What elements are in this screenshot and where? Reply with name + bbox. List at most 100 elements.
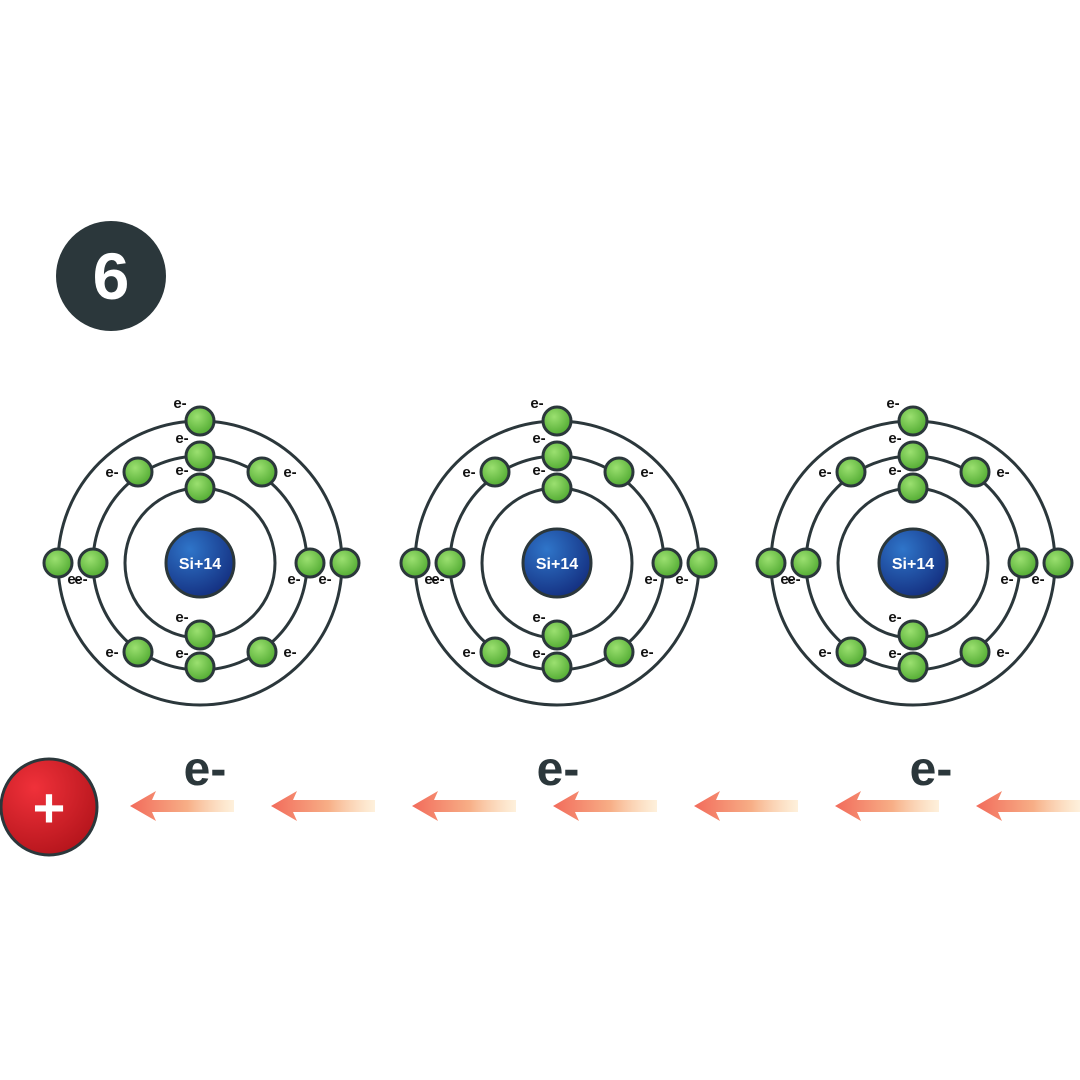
- electron-flow-arrow: [553, 791, 657, 821]
- electron-label: e-: [283, 644, 296, 661]
- electron: [184, 651, 216, 683]
- electron-flow-arrow: [271, 791, 375, 821]
- electron: [835, 636, 867, 668]
- electron: [835, 456, 867, 488]
- electron: [122, 456, 154, 488]
- electron-label: e-: [640, 464, 653, 481]
- nucleus-label: Si+14: [536, 556, 578, 573]
- free-electron-label: e-: [537, 743, 580, 796]
- electron: [479, 636, 511, 668]
- nucleus-label: Si+14: [892, 556, 934, 573]
- electron-flow-arrow: [835, 791, 939, 821]
- electron: [541, 472, 573, 504]
- electron: [686, 547, 718, 579]
- electron-label: e-: [105, 464, 118, 481]
- electron: [897, 440, 929, 472]
- positive-terminal: +: [0, 757, 99, 857]
- electron: [1042, 547, 1074, 579]
- electron-label: e-: [675, 571, 688, 588]
- electron-label: e-: [462, 644, 475, 661]
- electron-label: e-: [175, 462, 188, 479]
- electron: [246, 456, 278, 488]
- electron-label: e-: [886, 395, 899, 412]
- plus-symbol: +: [33, 776, 66, 839]
- electron-label: e-: [318, 571, 331, 588]
- electron-label: e-: [888, 462, 901, 479]
- electron-label: e-: [530, 395, 543, 412]
- silicon-atom-2: Si+14e-e-e-e-e-e-e-e-e-e-e-e-e-: [399, 395, 718, 707]
- electron-label: e-: [996, 464, 1009, 481]
- electron: [434, 547, 466, 579]
- nucleus-label: Si+14: [179, 556, 221, 573]
- electron: [246, 636, 278, 668]
- electron: [77, 547, 109, 579]
- electron-flow-arrow: [694, 791, 798, 821]
- electron: [184, 440, 216, 472]
- electron-label: e-: [888, 609, 901, 626]
- electron-label: e-: [462, 464, 475, 481]
- electron-flow-arrow: [130, 791, 234, 821]
- electron-flow-arrow: [976, 791, 1080, 821]
- electron: [603, 636, 635, 668]
- electron: [897, 405, 929, 437]
- electron-label: e-: [175, 645, 188, 662]
- electron: [541, 440, 573, 472]
- silicon-atom-1: Si+14e-e-e-e-e-e-e-e-e-e-e-e-e-: [42, 395, 361, 707]
- nucleus: [521, 527, 593, 599]
- electron-label: e-: [532, 645, 545, 662]
- electron-label: e-: [173, 395, 186, 412]
- electron-label: e-: [888, 645, 901, 662]
- electron: [959, 456, 991, 488]
- silicon-atom-3: Si+14e-e-e-e-e-e-e-e-e-e-e-e-e-: [755, 395, 1074, 707]
- electron-label: e-: [1031, 571, 1044, 588]
- electron: [122, 636, 154, 668]
- electron: [897, 651, 929, 683]
- electron-label: e-: [532, 430, 545, 447]
- electron-label: e-: [1000, 571, 1013, 588]
- electron: [651, 547, 683, 579]
- electron-label: e-: [175, 430, 188, 447]
- electron-label: e-: [818, 464, 831, 481]
- electron-label: e-: [424, 571, 437, 588]
- electron-label: e-: [640, 644, 653, 661]
- electron: [184, 472, 216, 504]
- electron-label: e-: [532, 462, 545, 479]
- electron-label: e-: [105, 644, 118, 661]
- electron: [959, 636, 991, 668]
- electron: [294, 547, 326, 579]
- electron-label: e-: [780, 571, 793, 588]
- positive-terminal-circle: [0, 757, 99, 857]
- electron-label: e-: [67, 571, 80, 588]
- electron-label: e-: [283, 464, 296, 481]
- electron: [479, 456, 511, 488]
- electron: [541, 619, 573, 651]
- electron: [329, 547, 361, 579]
- electron: [184, 405, 216, 437]
- electron: [897, 619, 929, 651]
- atoms-layer: Si+14 e-e-e-e-e-e-e-e-e-e-e-e-e- Si+14 e-e-…: [42, 395, 1074, 707]
- nucleus: [877, 527, 949, 599]
- electron: [603, 456, 635, 488]
- electron-label: e-: [818, 644, 831, 661]
- electron-label: e-: [644, 571, 657, 588]
- electron: [42, 547, 74, 579]
- electron: [897, 472, 929, 504]
- free-electron-label: e-: [910, 743, 953, 796]
- step-number-badge: 6: [56, 221, 166, 331]
- electron: [399, 547, 431, 579]
- electron-label: e-: [888, 430, 901, 447]
- electron: [1007, 547, 1039, 579]
- electron-flow-arrow: [412, 791, 516, 821]
- nucleus: [164, 527, 236, 599]
- electron-label: e-: [996, 644, 1009, 661]
- electron-label: e-: [287, 571, 300, 588]
- electron: [541, 405, 573, 437]
- free-electron-label: e-: [184, 743, 227, 796]
- electron-flow-layer: e-e-e-: [130, 743, 1080, 821]
- electron-label: e-: [175, 609, 188, 626]
- electron-label: e-: [532, 609, 545, 626]
- electron: [184, 619, 216, 651]
- electron: [541, 651, 573, 683]
